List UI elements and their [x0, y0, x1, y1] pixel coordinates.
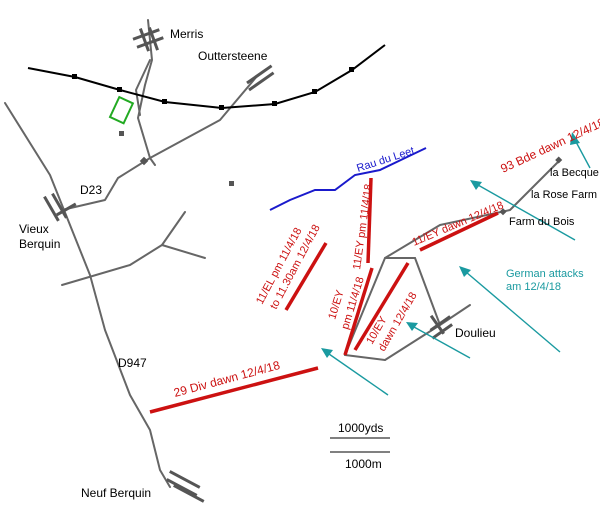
farm-building — [229, 181, 234, 186]
crossroads-building — [139, 156, 149, 166]
road-network — [4, 19, 559, 488]
label-11-ey-dawn: 11/EY dawn 12/4/18 — [410, 199, 505, 248]
attack-arrow — [477, 184, 576, 241]
attack-arrow — [465, 271, 561, 353]
neuf-berquin-buildings — [166, 470, 205, 503]
label-vieux-berquin-2: Berquin — [19, 237, 60, 251]
scale-bar: 1000yds 1000m — [330, 421, 390, 471]
line-10-ey-pm — [343, 267, 374, 356]
attack-arrowhead — [570, 132, 580, 145]
railway — [27, 44, 386, 110]
line-29-div — [149, 366, 319, 414]
front-lines — [149, 177, 499, 414]
attack-arrow — [328, 353, 389, 396]
attack-arrowhead — [406, 322, 418, 331]
doulieu-buildings — [429, 314, 453, 340]
village-buildings — [43, 27, 563, 503]
label-la-becque: la Becque — [550, 167, 599, 179]
label-german-attacks-2: am 12/4/18 — [506, 281, 561, 293]
attack-arrow — [413, 326, 471, 359]
line-11-el — [284, 242, 328, 311]
label-11-ey-pm: 11/EY pm 11/4/18 — [351, 183, 375, 270]
line-10-ey-dawn — [353, 262, 410, 351]
line-11-ey-pm — [366, 177, 373, 264]
label-german-attacks-1: German attacks — [506, 268, 584, 280]
label-vieux-berquin-1: Vieux — [19, 222, 49, 236]
outtersteene-buildings — [246, 64, 275, 92]
label-outtersteene: Outtersteene — [198, 49, 268, 63]
vieux-berquin-buildings — [43, 192, 77, 222]
merris-buildings — [132, 27, 164, 52]
label-neuf-berquin: Neuf Berquin — [81, 486, 151, 500]
la-becque-building — [555, 156, 563, 164]
label-la-rose-farm: la Rose Farm — [531, 189, 597, 201]
attack-arrowhead — [470, 180, 482, 190]
farm-du-bois-building — [499, 208, 507, 216]
attack-arrowhead — [321, 348, 333, 358]
stream-rau-du-leet — [269, 147, 427, 211]
label-d947: D947 — [118, 356, 147, 370]
attack-arrow — [574, 139, 591, 169]
label-doulieu: Doulieu — [455, 326, 496, 340]
label-rau-du-leet: Rau du Leet — [355, 145, 416, 175]
german-attack-arrows — [321, 132, 591, 396]
attack-arrowhead — [459, 266, 471, 277]
label-merris: Merris — [170, 27, 203, 41]
scale-metres-label: 1000m — [345, 457, 382, 471]
farm-building — [119, 131, 124, 136]
area-marker — [108, 95, 135, 125]
line-11-ey-dawn — [419, 211, 499, 252]
label-d23: D23 — [80, 183, 102, 197]
place-labels: Merris Outtersteene Vieux Berquin Neuf B… — [19, 27, 599, 500]
scale-yards-label: 1000yds — [338, 421, 383, 435]
label-farm-du-bois: Farm du Bois — [509, 216, 575, 228]
